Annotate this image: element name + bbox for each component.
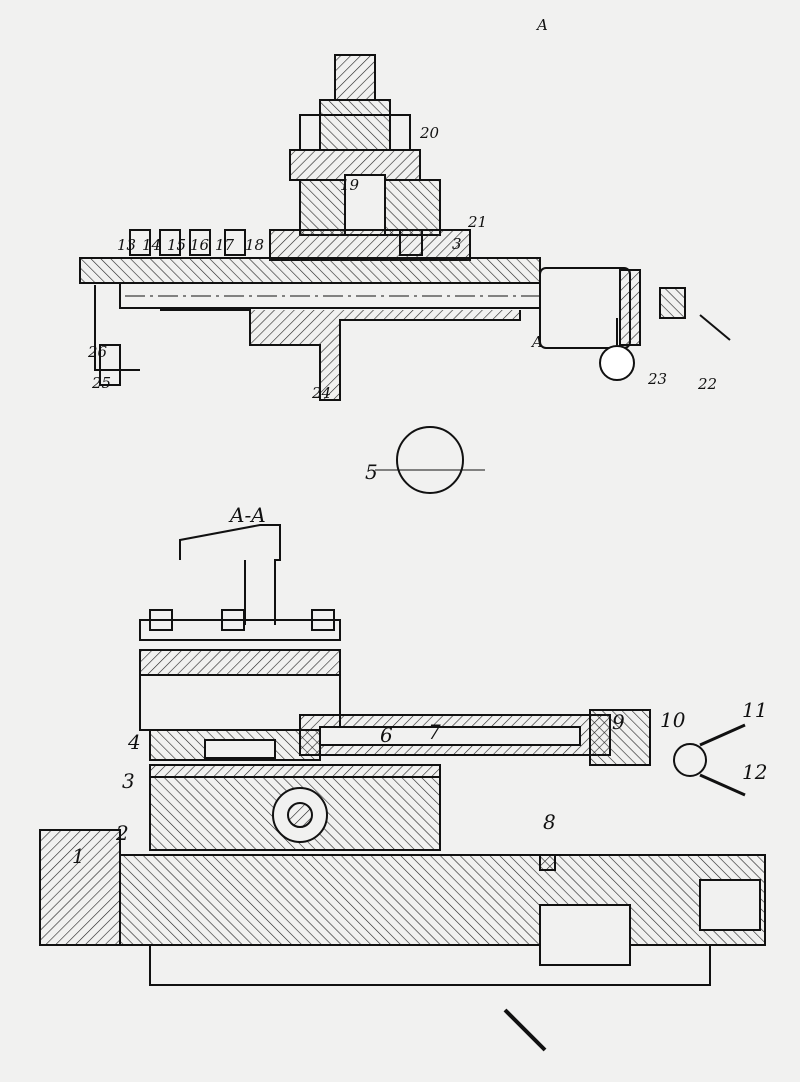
carriage-base bbox=[39, 829, 766, 1052]
label-26: 26 bbox=[88, 343, 108, 361]
label-14: 14 bbox=[142, 236, 162, 254]
label-7: 7 bbox=[428, 720, 441, 744]
label-10: 10 bbox=[660, 708, 686, 732]
label-4: 4 bbox=[128, 730, 141, 754]
label-3-top: 3 bbox=[452, 235, 462, 253]
label-19: 19 bbox=[340, 176, 360, 194]
label-8: 8 bbox=[543, 810, 556, 834]
label-12: 12 bbox=[742, 760, 768, 784]
label-22: 22 bbox=[698, 375, 718, 393]
label-20: 20 bbox=[420, 124, 440, 142]
label-17: 17 bbox=[215, 236, 235, 254]
tool-holder-section bbox=[139, 426, 746, 851]
section-title: A-A bbox=[230, 503, 266, 527]
label-11: 11 bbox=[742, 698, 768, 722]
turret-head-top-view bbox=[79, 54, 731, 401]
label-16: 16 bbox=[190, 236, 210, 254]
label-15: 15 bbox=[167, 236, 187, 254]
label-18: 18 bbox=[245, 236, 265, 254]
label-2: 2 bbox=[116, 821, 129, 845]
label-23: 23 bbox=[648, 370, 668, 388]
label-5: 5 bbox=[365, 460, 378, 484]
label-21: 21 bbox=[468, 213, 488, 231]
label-24: 24 bbox=[312, 384, 332, 402]
label-25: 25 bbox=[92, 374, 112, 392]
section-mark-side: A bbox=[532, 333, 543, 351]
label-13: 13 bbox=[117, 236, 137, 254]
label-9: 9 bbox=[612, 710, 625, 734]
label-3-bottom: 3 bbox=[122, 769, 135, 793]
section-mark-top: A bbox=[537, 16, 548, 34]
label-1: 1 bbox=[72, 844, 85, 868]
label-6: 6 bbox=[380, 723, 393, 747]
